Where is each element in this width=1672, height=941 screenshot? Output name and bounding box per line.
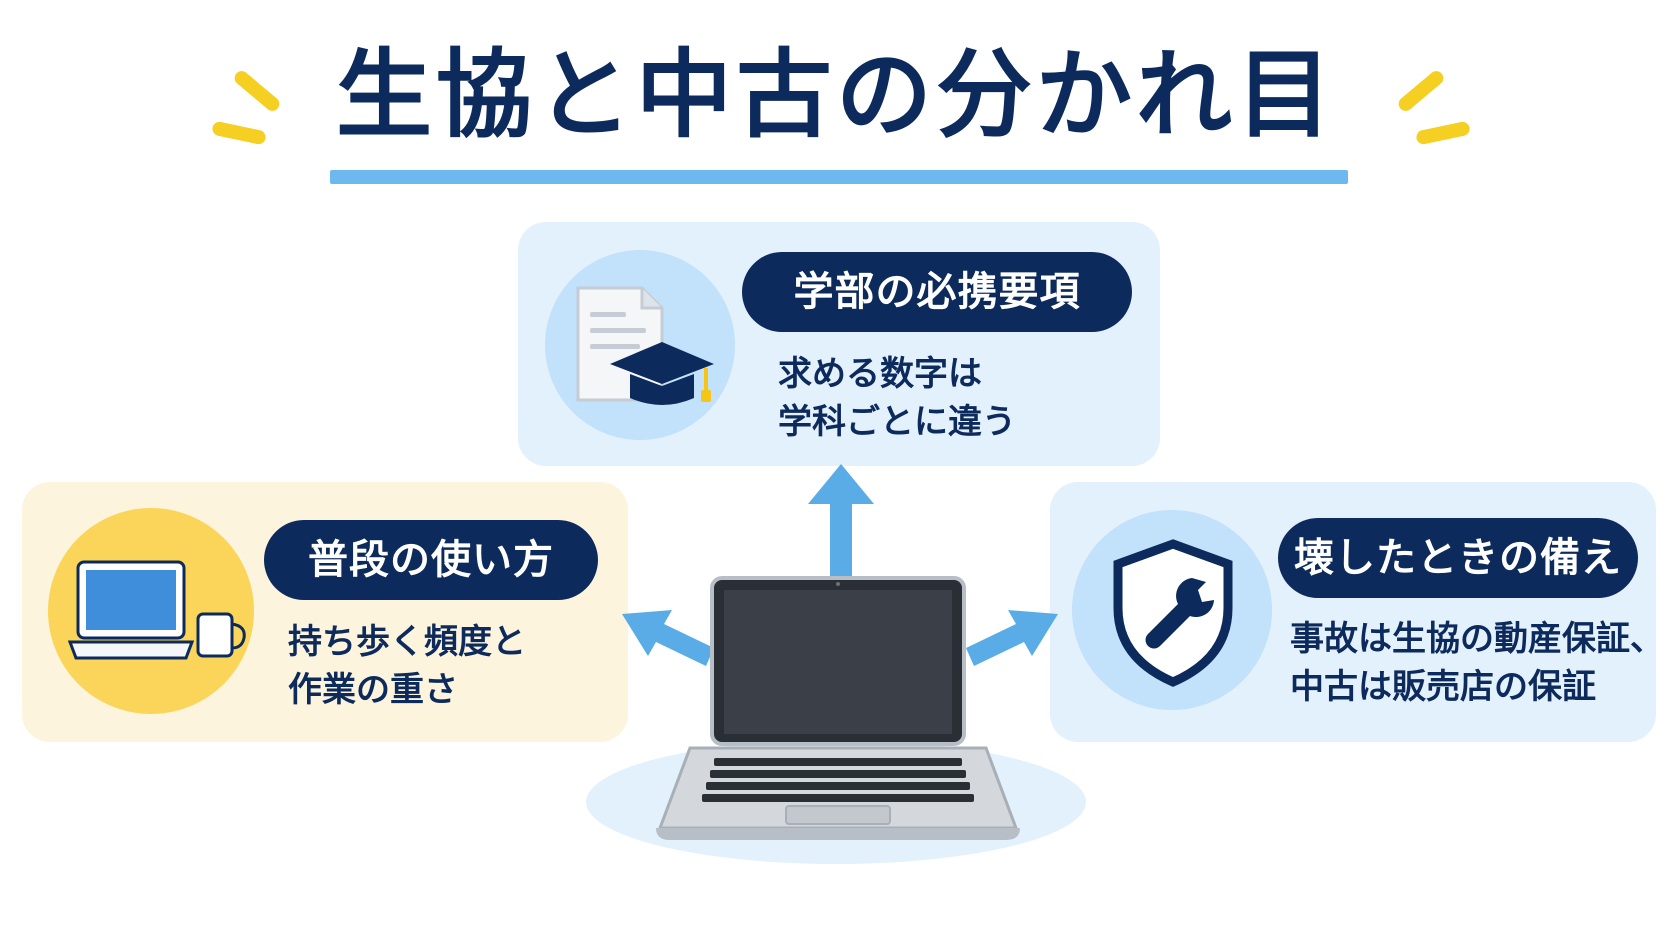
factor-desc-line: 学科ごとに違う — [778, 402, 1016, 442]
shield-wrench-icon — [1113, 539, 1233, 687]
title-underline — [330, 170, 1348, 184]
page-title: 生協と中古の分かれ目 — [336, 39, 1336, 151]
arrow-right — [966, 610, 1058, 666]
factor-desc-usage: 持ち歩く頻度と 作業の重さ — [288, 618, 526, 714]
factor-label-usage: 普段の使い方 — [264, 520, 598, 600]
factor-desc-requirements: 求める数字は 学科ごとに違う — [778, 350, 1016, 446]
factor-label-breakage: 壊したときの備え — [1278, 518, 1638, 598]
arrow-up — [808, 464, 874, 580]
factor-label-requirements: 学部の必携要項 — [742, 252, 1132, 332]
factor-desc-line: 求める数字は — [778, 354, 982, 394]
factor-desc-line: 持ち歩く頻度と — [288, 622, 526, 662]
factor-desc-line: 事故は生協の動産保証、 — [1290, 619, 1664, 659]
laptop-mug-icon — [67, 560, 246, 660]
factor-desc-line: 中古は販売店の保証 — [1290, 667, 1596, 707]
laptop-icon — [586, 576, 1086, 864]
document-graduation-cap-icon — [576, 286, 714, 405]
arrow-left — [622, 610, 714, 666]
factor-desc-line: 作業の重さ — [288, 670, 458, 710]
factor-desc-breakage: 事故は生協の動産保証、 中古は販売店の保証 — [1290, 615, 1664, 711]
